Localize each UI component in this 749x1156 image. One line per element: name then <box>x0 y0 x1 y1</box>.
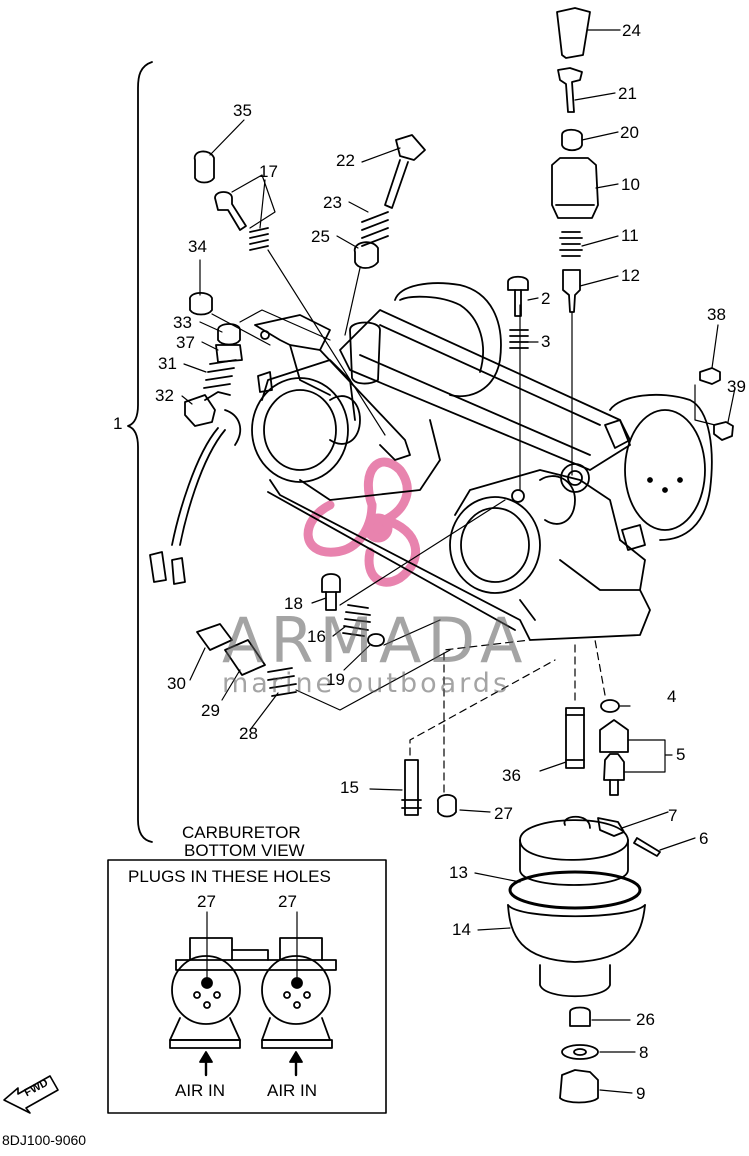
top-stack-parts <box>519 7 599 491</box>
left-upper-parts <box>149 134 426 585</box>
part-label-1: 1 <box>113 414 123 433</box>
part-label-7: 7 <box>668 806 678 825</box>
part-label-11: 11 <box>621 226 639 245</box>
part-label-25: 25 <box>311 227 330 246</box>
part-label-6: 6 <box>699 829 709 848</box>
part-label-3: 3 <box>541 332 551 351</box>
part-label-23: 23 <box>323 193 342 212</box>
air-in-label-right: AIR IN <box>267 1081 318 1100</box>
part-label-19: 19 <box>326 670 345 689</box>
part-label-30: 30 <box>167 674 186 693</box>
part-label-15: 15 <box>340 778 359 797</box>
watermark-subtitle: marine outboards <box>222 668 511 699</box>
inset-heading-line1: CARBURETOR <box>182 823 301 842</box>
watermark-title: ARMADA <box>222 604 529 677</box>
diagram-code: 8DJ100-9060 <box>2 1132 87 1148</box>
part-label-16: 16 <box>307 627 326 646</box>
assembly-bracket <box>127 61 153 843</box>
part-label-31: 31 <box>158 354 177 373</box>
part-label-36: 36 <box>502 766 521 785</box>
inset-plug-label-left: 27 <box>197 892 216 911</box>
air-in-label-left: AIR IN <box>175 1081 226 1100</box>
part-label-26: 26 <box>636 1010 655 1029</box>
part-label-35: 35 <box>233 101 252 120</box>
part-label-10: 10 <box>621 175 640 194</box>
part-label-22: 22 <box>336 151 355 170</box>
part-label-2: 2 <box>541 289 551 308</box>
part-label-14: 14 <box>452 920 471 939</box>
part-label-28: 28 <box>239 724 258 743</box>
part-label-24: 24 <box>622 21 641 40</box>
part-label-5: 5 <box>676 745 686 764</box>
fwd-arrow-icon <box>3 1075 59 1114</box>
part-label-17: 17 <box>259 162 278 181</box>
center-jet-parts <box>196 499 506 711</box>
inset-bottom-view <box>107 859 387 1114</box>
inset-plug-label-right: 27 <box>278 892 297 911</box>
part-label-33: 33 <box>173 313 192 332</box>
part-label-9: 9 <box>636 1084 646 1103</box>
inset-heading-line2: BOTTOM VIEW <box>184 841 305 860</box>
part-label-8: 8 <box>639 1043 649 1062</box>
part-label-20: 20 <box>620 123 639 142</box>
part-label-38: 38 <box>707 305 726 324</box>
part-label-13: 13 <box>449 863 468 882</box>
part-label-4: 4 <box>667 687 677 706</box>
carburetor-body <box>251 282 713 641</box>
part-label-27: 27 <box>494 804 513 823</box>
part-label-39: 39 <box>727 377 746 396</box>
label-leaders <box>181 29 736 1094</box>
part-label-21: 21 <box>618 84 637 103</box>
part-label-37: 37 <box>176 333 195 352</box>
part-label-34: 34 <box>188 237 207 256</box>
part-label-29: 29 <box>201 701 220 720</box>
part-label-18: 18 <box>284 594 303 613</box>
watermark-emblem <box>303 457 421 587</box>
right-lower-parts <box>401 639 661 1104</box>
inset-caption: PLUGS IN THESE HOLES <box>128 867 331 886</box>
screw-and-spring-2-3 <box>507 275 529 349</box>
part-label-32: 32 <box>155 386 174 405</box>
part-label-12: 12 <box>621 266 640 285</box>
